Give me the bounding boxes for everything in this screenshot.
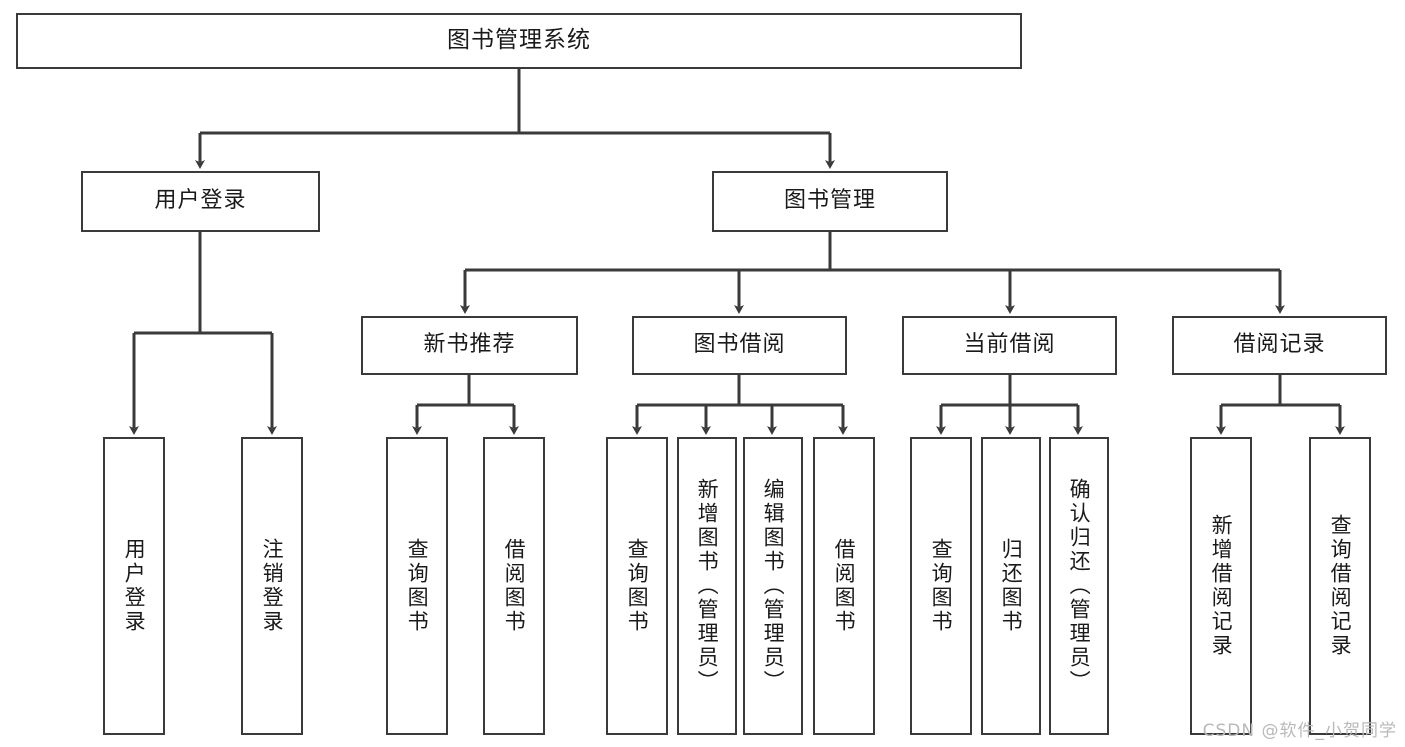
- node-current-borrow[interactable]: 当前借阅: [902, 316, 1117, 375]
- leaf-query-book-borrow[interactable]: 查询图书: [606, 437, 668, 735]
- node-label: 图书管理: [783, 188, 876, 214]
- leaf-borrow-book-newbook[interactable]: 借阅图书: [483, 437, 545, 735]
- node-label: 查询图书: [929, 538, 954, 634]
- node-label: 查询图书: [405, 538, 430, 634]
- node-label: 用户登录: [154, 188, 247, 214]
- leaf-query-borrow-record[interactable]: 查询借阅记录: [1309, 437, 1371, 735]
- node-label: 新增图书（管理员）: [695, 478, 720, 694]
- node-label: 注销登录: [260, 538, 285, 634]
- node-label: 图书管理系统: [447, 27, 591, 54]
- leaf-user-login[interactable]: 用户登录: [103, 437, 165, 735]
- leaf-logout[interactable]: 注销登录: [241, 437, 303, 735]
- node-user-login[interactable]: 用户登录: [81, 171, 320, 232]
- leaf-borrow-book[interactable]: 借阅图书: [813, 437, 875, 735]
- leaf-return-book[interactable]: 归还图书: [981, 437, 1041, 735]
- node-label: 用户登录: [122, 538, 147, 634]
- node-label: 确认归还（管理员）: [1067, 478, 1092, 694]
- leaf-add-book-admin[interactable]: 新增图书（管理员）: [677, 437, 737, 735]
- node-label: 当前借阅: [963, 332, 1056, 358]
- node-label: 借阅记录: [1233, 332, 1326, 358]
- connector-lines: [129, 69, 1345, 435]
- node-label: 新增借阅记录: [1209, 514, 1234, 658]
- node-label: 查询图书: [625, 538, 650, 634]
- leaf-edit-book-admin[interactable]: 编辑图书（管理员）: [743, 437, 803, 735]
- node-label: 借阅图书: [832, 538, 857, 634]
- leaf-query-book-current[interactable]: 查询图书: [910, 437, 972, 735]
- node-root-book-management-system[interactable]: 图书管理系统: [16, 13, 1022, 69]
- leaf-query-book-newbook[interactable]: 查询图书: [386, 437, 448, 735]
- leaf-add-borrow-record[interactable]: 新增借阅记录: [1190, 437, 1252, 735]
- node-book-borrow[interactable]: 图书借阅: [632, 316, 847, 375]
- node-label: 归还图书: [999, 538, 1024, 634]
- node-label: 新书推荐: [423, 332, 516, 358]
- node-book-management[interactable]: 图书管理: [712, 171, 948, 232]
- node-label: 图书借阅: [693, 332, 786, 358]
- node-label: 编辑图书（管理员）: [761, 478, 786, 694]
- node-label: 借阅图书: [502, 538, 527, 634]
- node-new-book-recommend[interactable]: 新书推荐: [361, 316, 578, 375]
- node-label: 查询借阅记录: [1328, 514, 1353, 658]
- node-borrow-record[interactable]: 借阅记录: [1172, 316, 1387, 375]
- leaf-confirm-return-admin[interactable]: 确认归还（管理员）: [1049, 437, 1109, 735]
